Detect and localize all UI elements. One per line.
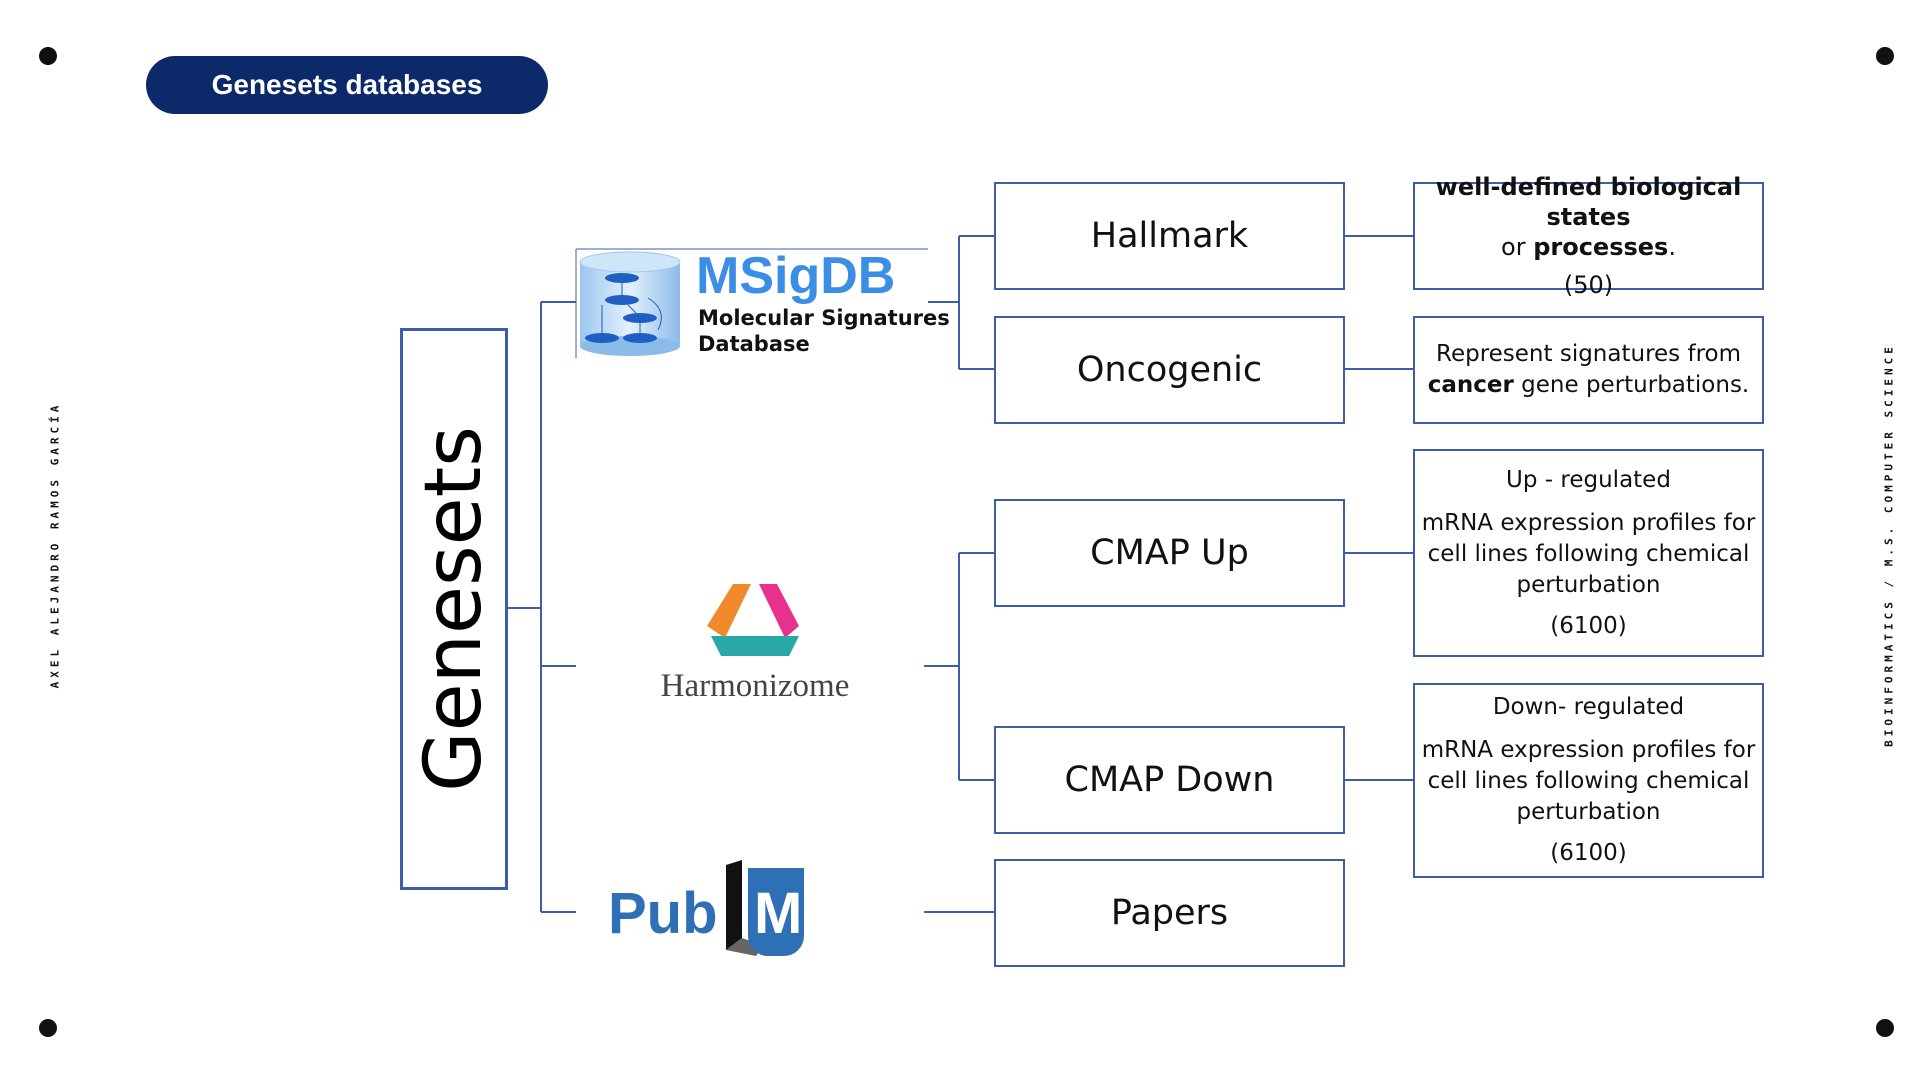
database-icon [579,251,681,356]
category-cmap-up: CMAP Up [994,499,1345,607]
cmap-up-line-1: mRNA expression profiles for [1421,509,1756,536]
oncogenic-bold: cancer [1427,372,1514,398]
pubmed-med-badge [748,868,804,956]
hallmark-or: or [1501,233,1534,261]
oncogenic-line-1: Represent signatures from [1436,341,1741,367]
corner-dot-top-right [1876,47,1894,65]
oncogenic-rest: gene perturbations. [1513,372,1750,398]
cmap-down-title: Down- regulated [1492,694,1685,720]
pubmed-logo: Pub Med [608,860,908,970]
cmap-down-line-1: mRNA expression profiles for [1421,737,1756,763]
description-cmap-up: Up - regulated mRNA expression profiles … [1413,449,1764,657]
cmap-down-line-3: perturbation [1516,799,1661,825]
cmap-up-title: Up - regulated [1506,466,1671,493]
msigdb-subtitle-2: Database [698,332,810,356]
hallmark-period: . [1668,233,1676,261]
pubmed-pub: Pub [608,881,718,946]
harmonizome-name: Harmonizome [660,668,850,704]
description-oncogenic: Represent signatures from cancer gene pe… [1413,316,1764,424]
hallmark-bold-1: well-defined biological states [1435,173,1742,231]
msigdb-subtitle-1: Molecular Signatures [698,306,950,330]
page-title: Genesets databases [146,56,548,114]
corner-dot-bottom-left [39,1019,57,1037]
hallmark-bold-2: processes [1533,233,1669,261]
cmap-up-line-2: cell lines following chemical [1427,540,1750,567]
cmap-up-line-3: perturbation [1516,571,1661,598]
genesets-root-box: Genesets [400,328,508,890]
msigdb-name: MSigDB [696,247,896,305]
cmap-down-count: (6100) [1550,840,1627,866]
cmap-up-count: (6100) [1550,612,1627,639]
harmonizome-triangle-icon [707,584,799,656]
harmonizome-logo: Harmonizome [630,580,880,710]
cmap-down-line-2: cell lines following chemical [1427,768,1750,794]
msigdb-logo: MSigDB Molecular Signatures Database [578,247,950,360]
genesets-label: Genesets [409,426,499,792]
corner-dot-top-left [39,47,57,65]
description-hallmark: well-defined biological states or proces… [1413,173,1764,299]
pubmed-med: Med [754,881,870,946]
corner-dot-bottom-right [1876,1019,1894,1037]
description-cmap-down: Down- regulated mRNA expression profiles… [1413,683,1764,878]
category-cmap-down: CMAP Down [994,726,1345,834]
hallmark-count: (50) [1563,271,1614,299]
category-papers: Papers [994,859,1345,967]
category-oncogenic: Oncogenic [994,316,1345,424]
category-hallmark: Hallmark [994,182,1345,290]
